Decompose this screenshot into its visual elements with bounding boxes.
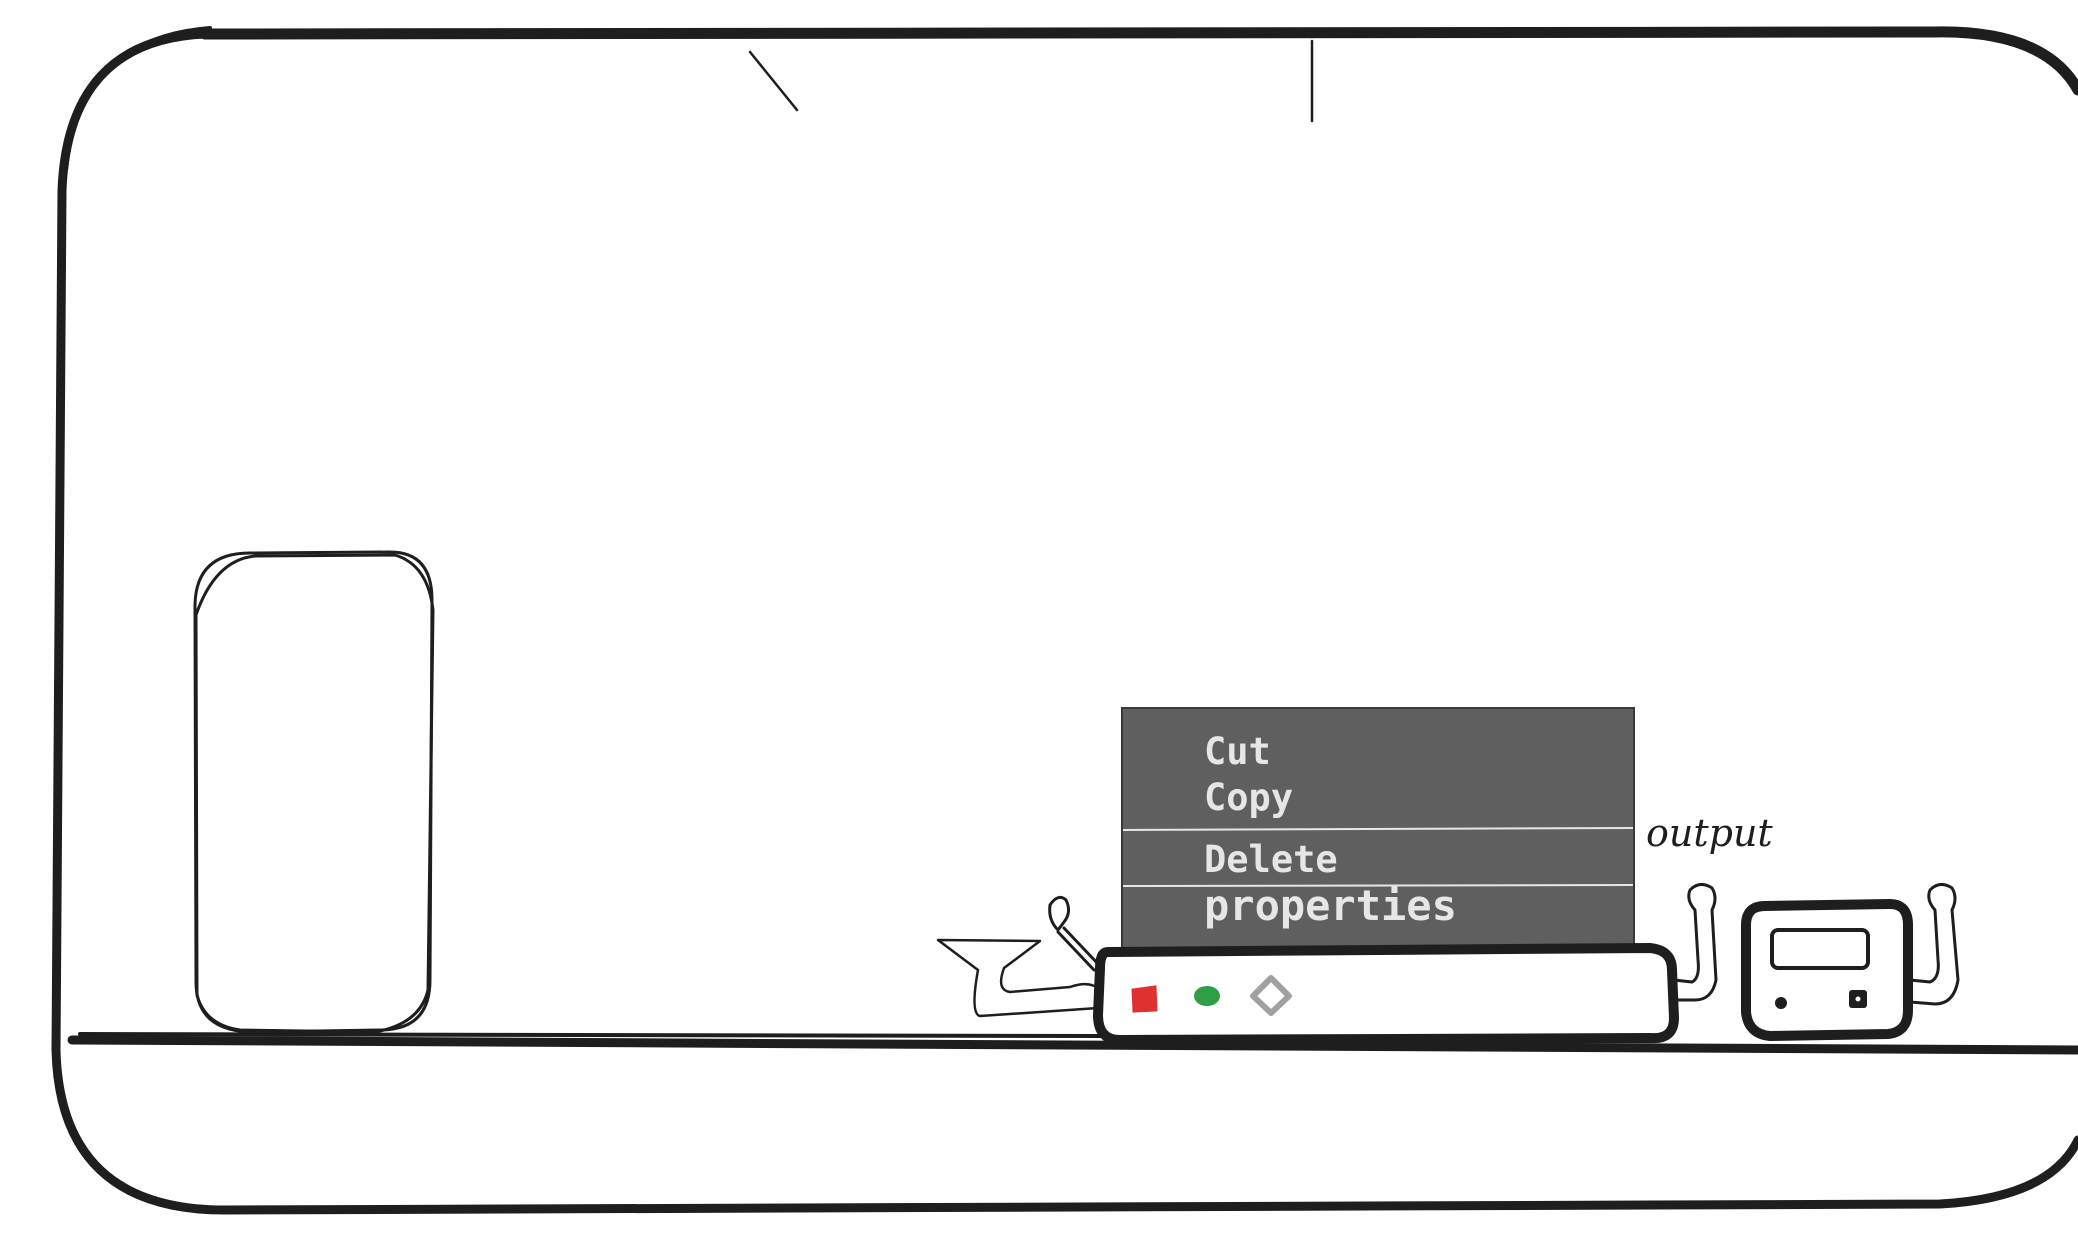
step-button[interactable] [1250, 975, 1292, 1016]
ground-line [67, 1032, 2078, 1055]
device-dot-left [1775, 997, 1787, 1009]
menu-item-cut[interactable]: Cut [1204, 730, 1271, 773]
context-menu[interactable]: Cut Copy Delete properties [1121, 707, 1635, 949]
menu-divider [1122, 884, 1634, 887]
menu-divider [1122, 827, 1634, 831]
toolbar [1093, 943, 1679, 1045]
menu-item-properties[interactable]: properties [1204, 881, 1457, 930]
output-label: output [1646, 811, 1773, 855]
tall-box [193, 550, 435, 1034]
left-arm [936, 895, 1102, 1018]
menu-item-copy[interactable]: Copy [1204, 776, 1293, 819]
menu-item-delete[interactable]: Delete [1204, 838, 1338, 881]
output-device [1741, 883, 1960, 1041]
diamond-icon [1250, 975, 1292, 1016]
device-screen [1770, 928, 1870, 970]
device-right-arm [1908, 883, 1960, 1006]
toolbar-right-arm [1672, 883, 1718, 1002]
square-icon [1131, 985, 1158, 1013]
run-button[interactable] [1194, 986, 1220, 1006]
circle-icon [1194, 986, 1220, 1006]
outer-frame [51, 26, 2078, 1215]
stop-button[interactable] [1131, 985, 1158, 1013]
pointer-marks [748, 39, 1314, 123]
